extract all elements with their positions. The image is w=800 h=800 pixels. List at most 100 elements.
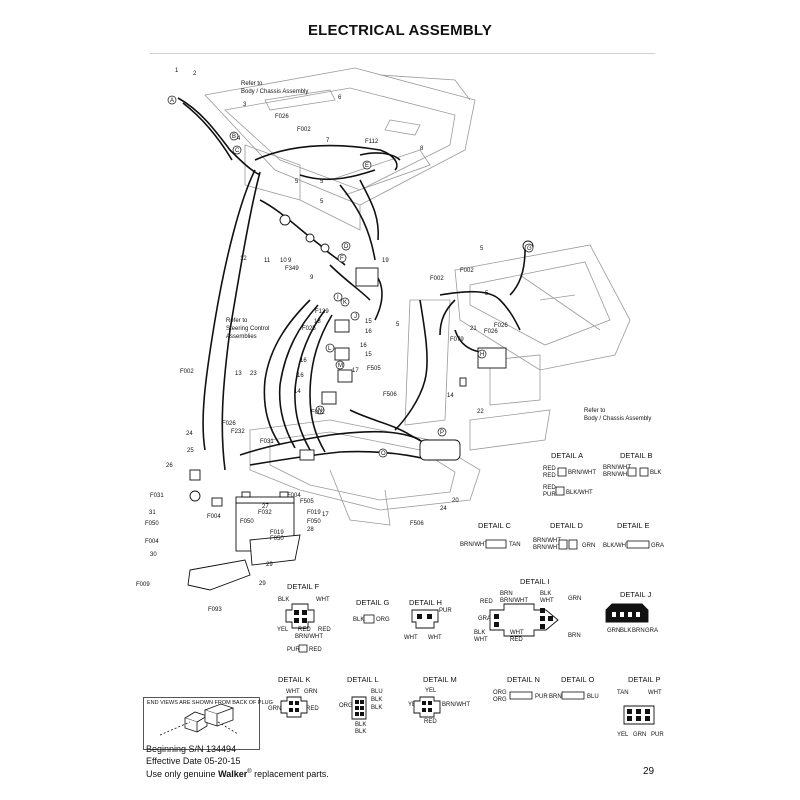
- svg-text:BLK: BLK: [371, 697, 382, 703]
- detail-h-title: DETAIL H: [409, 598, 442, 607]
- svg-text:BRN: BRN: [549, 694, 562, 700]
- detail-o: DETAIL O BRN BLU: [549, 675, 599, 700]
- detail-a: DETAIL A RED RED BRN/WHT RED PUR BLK/WHT: [543, 451, 596, 498]
- callout-31: 31: [149, 510, 156, 516]
- svg-text:BLK: BLK: [278, 597, 289, 603]
- letter-markers: [167, 95, 534, 458]
- svg-text:WHT: WHT: [404, 635, 418, 641]
- callout-23: 23: [250, 371, 257, 377]
- chassis-outline: [204, 67, 631, 526]
- callout-f002b: F002: [180, 369, 194, 375]
- footer: Beginning S/N 134494 Effective Date 05-2…: [146, 744, 329, 781]
- callout-labels: 1 2 3 4 5 5 5 5 5 5 6 7 8 9 9 10 11 12 1…: [136, 68, 508, 613]
- detail-l: DETAIL L BLU BLK BLK ORG BLK BLK: [339, 675, 383, 735]
- svg-text:BLK: BLK: [353, 617, 364, 623]
- callout-8: 8: [420, 146, 424, 152]
- svg-text:RED: RED: [318, 627, 331, 633]
- callout-22: 22: [477, 409, 484, 415]
- detail-p: DETAIL P TAN WHT YEL GRN PUR: [617, 675, 664, 738]
- callout-11: 11: [264, 258, 271, 264]
- callout-5e: 5: [396, 322, 400, 328]
- callout-7: 7: [326, 138, 330, 144]
- svg-text:BLK: BLK: [474, 630, 485, 636]
- callout-10: 10: [280, 258, 287, 264]
- letter-p: P: [440, 430, 444, 436]
- detail-c: DETAIL C BRN/WHT TAN: [460, 521, 521, 549]
- callout-f004b: F004: [145, 539, 159, 545]
- callout-5d: 5: [480, 246, 484, 252]
- callout-5a: 5: [295, 179, 299, 185]
- detail-n-title: DETAIL N: [507, 675, 540, 684]
- svg-text:RED: RED: [298, 627, 311, 633]
- svg-text:ORG: ORG: [339, 703, 353, 709]
- refer-notes: Refer to Body / Chassis Assembly Refer t…: [226, 81, 651, 422]
- relay-3: [337, 369, 353, 383]
- svg-text:ORG: ORG: [493, 697, 507, 703]
- detail-a-title: DETAIL A: [551, 451, 583, 460]
- svg-text:PUR: PUR: [439, 608, 452, 614]
- title-rule: [150, 53, 655, 54]
- svg-text:ORG: ORG: [376, 617, 390, 623]
- battery-top: [235, 496, 295, 504]
- svg-text:PUR: PUR: [651, 732, 664, 738]
- callout-f031b: F031: [260, 439, 274, 445]
- callout-16b: 16: [300, 358, 307, 364]
- svg-text:WHT: WHT: [474, 637, 488, 643]
- footer-effective-date: Effective Date 05-20-15: [146, 755, 241, 766]
- detail-d-title: DETAIL D: [550, 521, 584, 530]
- callout-f009: F009: [136, 582, 150, 588]
- page-title: ELECTRICAL ASSEMBLY: [307, 22, 493, 39]
- callout-25: 25: [187, 448, 194, 454]
- detail-o-title: DETAIL O: [561, 675, 595, 684]
- svg-text:YEL: YEL: [617, 732, 629, 738]
- footer-serial: Beginning S/N 134494: [146, 744, 237, 754]
- callout-18: 18: [314, 319, 321, 325]
- callout-3: 3: [243, 102, 247, 108]
- letter-b: B: [232, 134, 236, 140]
- svg-text:BLK/WHT: BLK/WHT: [603, 543, 630, 549]
- callout-28: 28: [307, 527, 314, 533]
- callout-f019a: F019: [307, 510, 321, 516]
- callout-29b: 29: [259, 581, 266, 587]
- end-views-note: END VIEWS ARE SHOWN FROM BACK OF PLUG: [147, 700, 273, 706]
- detail-f: DETAIL F BLK WHT YEL RED BRN/WHT RED PUR…: [277, 582, 331, 653]
- part-31: [211, 497, 223, 507]
- svg-text:TAN: TAN: [617, 690, 629, 696]
- fuse-holder: [299, 449, 315, 461]
- svg-text:PUR: PUR: [543, 492, 556, 498]
- end-views-note-box: END VIEWS ARE SHOWN FROM BACK OF PLUG: [143, 697, 273, 750]
- letter-d: D: [344, 244, 349, 250]
- page-number: 29: [643, 766, 655, 777]
- detail-g: DETAIL G BLK ORG: [353, 598, 390, 624]
- relay-1: [334, 319, 350, 333]
- wiring-harness: [177, 97, 526, 471]
- letter-n: N: [318, 408, 322, 414]
- callout-f349: F349: [285, 266, 299, 272]
- svg-text:BLU: BLU: [371, 689, 383, 695]
- callout-15a: 15: [365, 319, 372, 325]
- svg-text:BRN/WHT: BRN/WHT: [460, 542, 488, 548]
- switch-3: [320, 243, 330, 253]
- detail-i-title: DETAIL I: [520, 577, 550, 586]
- callout-14a: 14: [294, 389, 301, 395]
- part-26: [189, 490, 201, 502]
- svg-text:GRN: GRN: [582, 543, 595, 549]
- svg-text:PUR: PUR: [535, 694, 548, 700]
- callout-29a: 29: [266, 562, 273, 568]
- svg-text:GRN: GRN: [568, 596, 581, 602]
- callout-f079: F079: [450, 337, 464, 343]
- svg-text:RED: RED: [480, 599, 493, 605]
- svg-text:BRN/WHT: BRN/WHT: [500, 598, 528, 604]
- ref-steering-3: Assemblies: [226, 334, 257, 340]
- letter-o: O: [381, 451, 386, 457]
- callout-16a: 16: [365, 329, 372, 335]
- battery-post-left: [241, 491, 251, 498]
- svg-text:RED: RED: [543, 473, 556, 479]
- callout-1: 1: [175, 68, 179, 74]
- ref-body-chassis-right-2: Body / Chassis Assembly: [584, 416, 651, 422]
- letter-f: F: [340, 256, 344, 262]
- svg-text:BLK: BLK: [371, 705, 382, 711]
- part-26-block: [189, 469, 201, 481]
- callout-f505a: F505: [367, 366, 381, 372]
- svg-text:GRA: GRA: [645, 628, 658, 634]
